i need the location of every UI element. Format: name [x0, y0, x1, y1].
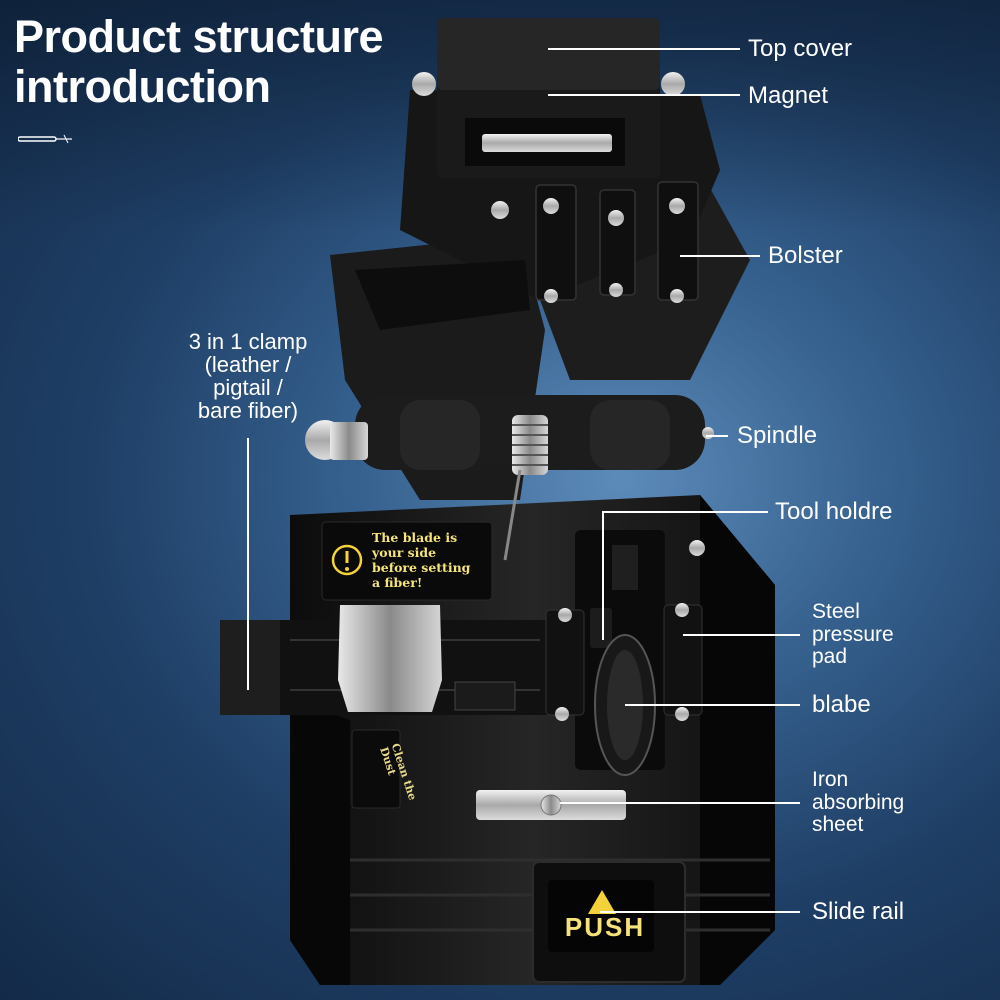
label-blade: blabe	[812, 691, 871, 718]
iron-sheet-line-1: Iron	[812, 768, 849, 791]
push-slider	[532, 861, 686, 983]
label-clamp: 3 in 1 clamp (leather / pigtail / bare f…	[168, 330, 328, 422]
clamp-line-4: bare fiber)	[197, 398, 299, 423]
blade-assembly	[545, 530, 705, 776]
pen-icon	[18, 134, 72, 144]
steel-pad-line-2: pressure	[812, 622, 894, 646]
label-tool-holder: Tool holdre	[775, 498, 893, 525]
page-title: Product structure introduction	[14, 11, 384, 112]
hinge-spindle	[305, 395, 714, 561]
warning-text: The blade is your side before setting a …	[372, 530, 492, 590]
label-steel-pad: Steel pressure pad	[812, 600, 894, 669]
clamp-line-1: 3 in 1 clamp	[188, 329, 308, 354]
label-slide-rail: Slide rail	[812, 898, 905, 925]
warning-line-4: a fiber!	[372, 575, 423, 590]
clamp-line-3: pigtail /	[213, 375, 283, 400]
warning-label	[321, 521, 493, 601]
clamp-assembly	[220, 605, 550, 715]
warning-icon	[331, 544, 363, 576]
steel-pad-line-1: Steel	[812, 600, 860, 623]
steel-pad-line-3: pad	[812, 645, 848, 668]
top-cover-part	[412, 18, 685, 178]
push-arrow-icon	[588, 890, 616, 914]
warning-line-3: before setting	[372, 560, 471, 575]
warning-line-1: The blade is	[372, 530, 458, 545]
label-top-cover: Top cover	[748, 35, 853, 62]
push-text: PUSH	[564, 912, 646, 942]
warning-line-2: your side	[372, 545, 437, 560]
iron-sheet-part	[476, 790, 626, 820]
clamp-line-2: (leather /	[204, 352, 292, 377]
iron-sheet-line-2: absorbing	[812, 790, 905, 814]
label-iron-sheet: Iron absorbing sheet	[812, 768, 905, 837]
title-line-2: introduction	[14, 61, 271, 112]
bolster-parts	[491, 181, 699, 303]
label-bolster: Bolster	[768, 242, 843, 269]
label-spindle: Spindle	[737, 422, 818, 449]
label-magnet: Magnet	[748, 82, 829, 109]
clean-dust-label	[351, 729, 401, 809]
title-line-1: Product structure	[14, 11, 384, 62]
iron-sheet-line-3: sheet	[812, 813, 864, 836]
leader-lines	[247, 48, 800, 913]
